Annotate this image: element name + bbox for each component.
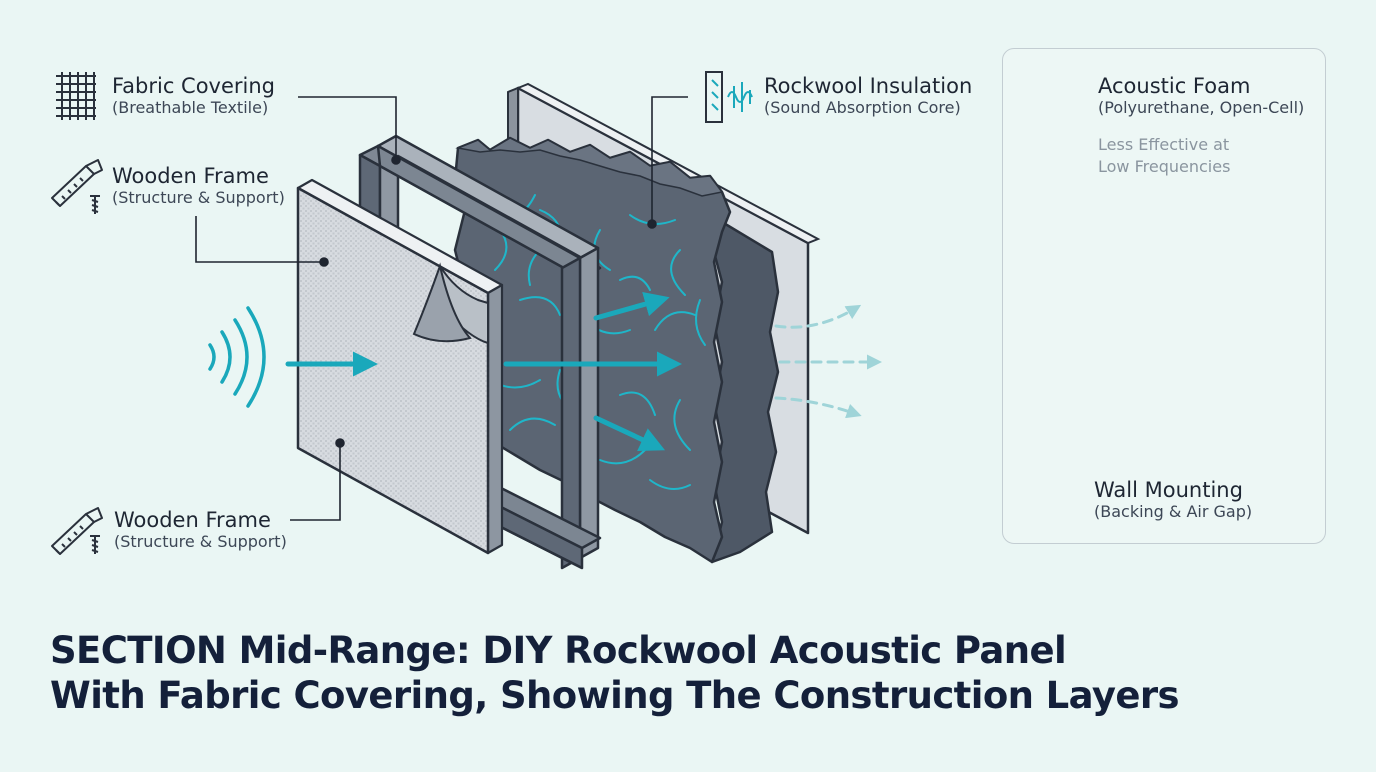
label-subtitle: (Backing & Air Gap) [1094, 502, 1253, 521]
label-wooden-frame-top: Wooden Frame (Structure & Support) [112, 164, 285, 208]
label-subtitle: (Structure & Support) [114, 532, 287, 551]
label-acoustic-foam: Acoustic Foam (Polyurethane, Open-Cell) [1098, 74, 1304, 118]
page-title: SECTION Mid-Range: DIY Rockwool Acoustic… [50, 628, 1350, 718]
label-subtitle: (Sound Absorption Core) [764, 98, 961, 117]
sound-absorb-icon [705, 71, 753, 123]
label-subtitle: (Polyurethane, Open-Cell) [1098, 98, 1305, 117]
label-title: Wall Mounting [1094, 478, 1243, 502]
label-title: Rockwool Insulation [764, 74, 973, 98]
title-line: With Fabric Covering, Showing The Constr… [50, 674, 1180, 717]
label-subtitle: (Structure & Support) [112, 188, 285, 207]
leader-lines [195, 96, 688, 521]
fabric-panel [296, 178, 504, 555]
label-title: Acoustic Foam [1098, 74, 1251, 98]
low-frequency-note: Less Effective at Low Frequencies [1098, 134, 1230, 178]
label-rockwool-insulation: Rockwool Insulation (Sound Absorption Co… [764, 74, 972, 118]
label-title: Wooden Frame [114, 508, 271, 532]
label-fabric-covering: Fabric Covering (Breathable Textile) [112, 74, 275, 118]
note-line: Less Effective at [1098, 135, 1230, 154]
sound-wave-icon [208, 306, 266, 408]
sound-arrows [285, 292, 682, 451]
label-wall-mounting: Wall Mounting (Backing & Air Gap) [1094, 478, 1252, 522]
weave-icon [56, 72, 96, 120]
saw-and-screw-icon [51, 507, 103, 555]
foam-comparison-box [1002, 48, 1326, 544]
label-title: Wooden Frame [112, 164, 269, 188]
label-subtitle: (Breathable Textile) [112, 98, 269, 117]
label-title: Fabric Covering [112, 74, 276, 98]
saw-and-screw-icon [51, 159, 103, 214]
note-line: Low Frequencies [1098, 157, 1231, 176]
title-line: SECTION Mid-Range: DIY Rockwool Acoustic… [50, 629, 1067, 672]
label-wooden-frame-bottom: Wooden Frame (Structure & Support) [114, 508, 287, 552]
transmitted-sound-arrows [774, 304, 882, 419]
